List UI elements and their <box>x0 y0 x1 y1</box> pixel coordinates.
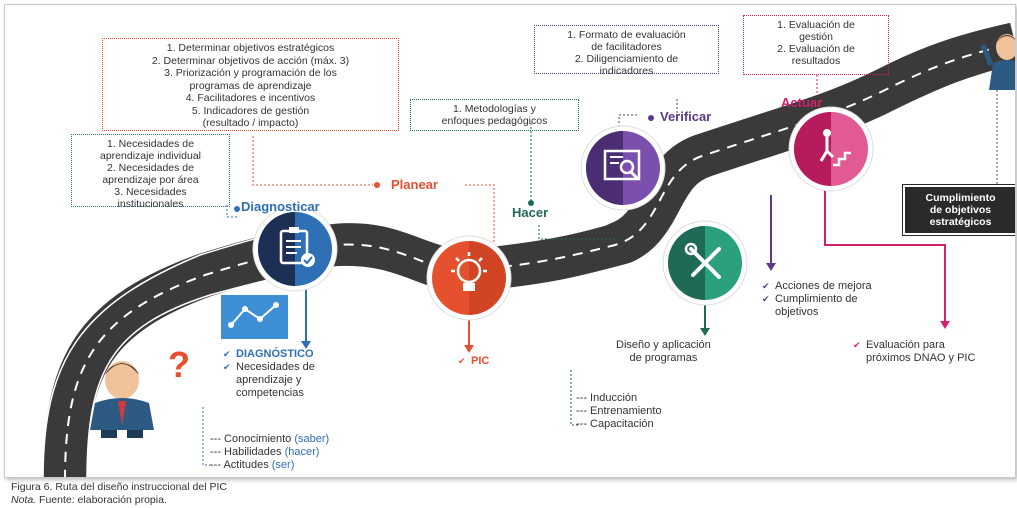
road-diagram: ? <box>42 20 1015 477</box>
actuar-item: Evaluación para próximos DNAO y PIC <box>866 339 975 365</box>
box-line: institucionales <box>117 198 184 210</box>
wrench-screwdriver-icon <box>684 242 721 279</box>
check-icon: ✔ <box>853 340 861 350</box>
item-line: competencias <box>236 387 304 399</box>
final-goal-box: Cumplimiento de objetivos estratégicos <box>903 185 1015 235</box>
diagnostico-title: DIAGNÓSTICO <box>236 348 314 360</box>
sub-item: Actitudes <box>223 459 272 471</box>
caption-note: Nota. Fuente: elaboración propia. <box>11 494 227 507</box>
box-line: enfoques pedagógicos <box>441 115 548 127</box>
box-line: de facilitadores <box>591 41 662 53</box>
diagnosticar-box: 1. Necesidades de aprendizaje individual… <box>71 134 230 210</box>
planear-node <box>426 235 512 321</box>
box-line: indicadores <box>599 65 654 77</box>
sub-item: Conocimiento <box>224 433 295 445</box>
hacer-output-title: Diseño y aplicación <box>616 339 711 351</box>
sub-item-paren: (saber) <box>294 433 330 445</box>
stage-label-actuar: Actuar <box>781 95 823 110</box>
pic-output: ✔ PIC <box>458 355 489 368</box>
figure-frame: ? 1. Necesidades de aprendizaje individu… <box>4 4 1016 478</box>
diagnostico-item: Necesidades de aprendizaje y competencia… <box>236 361 315 400</box>
hacer-box: 1. Metodologías y enfoques pedagógicos <box>410 99 579 131</box>
stage-label-diagnosticar: Diagnosticar <box>241 199 320 214</box>
line-chart-icon <box>221 295 288 339</box>
diagnosticar-node <box>252 206 338 292</box>
item-line: Necesidades de <box>236 361 315 373</box>
stage-label-planear: Planear <box>391 177 438 192</box>
box-line: 2. Evaluación de <box>777 43 855 55</box>
box-line: 1. Necesidades de <box>107 138 194 150</box>
hacer-output-title: de programas <box>629 352 698 364</box>
stage-label-verificar: Verificar <box>660 109 712 124</box>
actuar-node <box>788 106 874 192</box>
box-line: 1. Formato de evaluación <box>567 29 686 41</box>
figure-caption: Figura 6. Ruta del diseño instruccional … <box>11 481 227 507</box>
check-icon: ✔ <box>458 356 466 366</box>
confused-person-illustration: ? <box>90 344 190 438</box>
check-icon: ✔ <box>223 362 231 372</box>
box-line: 1. Metodologías y <box>453 103 536 115</box>
box-line: 2. Necesidades de <box>107 162 194 174</box>
final-line: Cumplimiento <box>925 192 996 204</box>
box-line: 5. Indicadores de gestión <box>191 104 310 117</box>
check-icon: ✔ <box>762 281 770 291</box>
box-line: 1. Evaluación de <box>777 19 855 31</box>
box-line: gestión <box>799 31 833 43</box>
box-line: (resultado / impacto) <box>202 117 299 129</box>
box-line: programas de aprendizaje <box>189 79 312 92</box>
hacer-node <box>662 220 748 306</box>
item-line: Cumplimiento de <box>775 293 858 305</box>
box-line: 2. Diligenciamiento de <box>574 53 679 65</box>
lightbulb-icon <box>451 252 487 291</box>
stage-label-hacer: Hacer <box>512 205 549 220</box>
box-line: 4. Facilitadores e incentivos <box>185 92 316 104</box>
sub-item: Habilidades <box>224 446 285 458</box>
pic-label: PIC <box>471 355 490 367</box>
item-line: aprendizaje y <box>236 374 302 386</box>
connector-dots <box>234 115 654 212</box>
box-line: aprendizaje por área <box>102 174 199 186</box>
verificar-item: Acciones de mejora <box>775 280 872 292</box>
actuar-output: ✔ Evaluación para próximos DNAO y PIC <box>853 339 975 365</box>
check-icon: ✔ <box>762 294 770 304</box>
caption-title: Figura 6. Ruta del diseño instruccional … <box>11 481 227 493</box>
sub-item-paren: (ser) <box>271 459 295 471</box>
box-line: 1. Determinar objetivos estratégicos <box>166 42 335 54</box>
item-line: próximos DNAO y PIC <box>866 352 976 364</box>
verificar-item: Cumplimiento de objetivos <box>775 293 858 319</box>
caption-note-label: Nota. <box>11 494 37 506</box>
verificar-output: ✔ Acciones de mejora ✔ Cumplimiento de o… <box>762 280 872 319</box>
verificar-node <box>580 125 666 211</box>
caption-note-text: Fuente: elaboración propia. <box>36 494 167 506</box>
final-line: de objetivos <box>929 204 992 216</box>
box-line: resultados <box>791 55 841 67</box>
hacer-subitems: --- Inducción --- Entrenamiento --- Capa… <box>576 392 662 430</box>
sub-item: Entrenamiento <box>590 405 662 417</box>
box-line: 3. Priorización y programación de los <box>164 67 337 79</box>
box-line: aprendizaje individual <box>100 150 201 162</box>
document-magnifier-icon <box>603 149 641 181</box>
sub-item: Capacitación <box>590 418 654 430</box>
diagnostico-subitems: --- Conocimiento (saber) --- Habilidades… <box>210 433 330 471</box>
diagnostico-output: ✔ DIAGNÓSTICO ✔ Necesidades de aprendiza… <box>223 348 315 400</box>
final-line: estratégicos <box>929 216 992 228</box>
svg-text:?: ? <box>168 344 190 385</box>
item-line: objetivos <box>775 306 819 318</box>
sub-item: Inducción <box>590 392 638 404</box>
verificar-box: 1. Formato de evaluación de facilitadore… <box>534 25 719 77</box>
planear-box: 1. Determinar objetivos estratégicos 2. … <box>102 38 399 131</box>
box-line: 3. Necesidades <box>114 186 187 198</box>
person-climbing-stairs-icon <box>819 129 851 167</box>
box-line: 2. Determinar objetivos de acción (máx. … <box>151 54 350 67</box>
check-icon: ✔ <box>223 349 231 359</box>
clipboard-check-icon <box>279 227 315 267</box>
sub-item-paren: (hacer) <box>284 446 320 458</box>
actuar-box: 1. Evaluación de gestión 2. Evaluación d… <box>743 15 889 75</box>
hacer-output: Diseño y aplicación de programas <box>616 339 711 365</box>
celebrating-person-illustration <box>980 34 1015 90</box>
item-line: Evaluación para <box>866 339 945 351</box>
